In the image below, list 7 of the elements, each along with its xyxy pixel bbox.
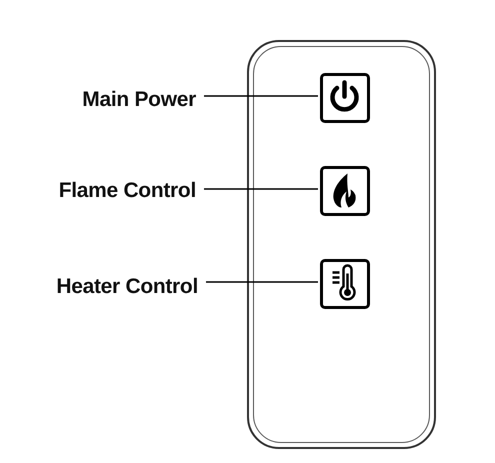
leader-line bbox=[206, 281, 318, 283]
label-text: Heater Control bbox=[20, 275, 198, 299]
label-text: Main Power bbox=[20, 88, 196, 112]
leader-line bbox=[204, 188, 318, 190]
remote-body bbox=[247, 40, 436, 449]
leader-line bbox=[204, 95, 318, 97]
label-text: Flame Control bbox=[20, 179, 196, 203]
